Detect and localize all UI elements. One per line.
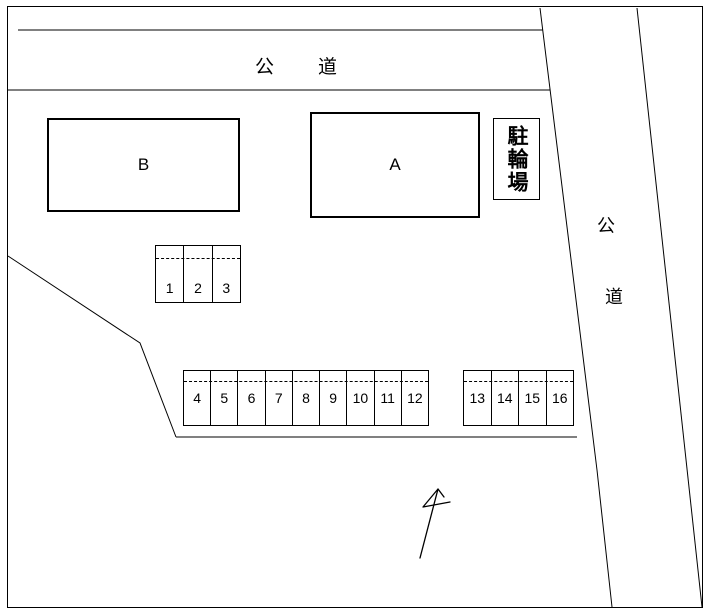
property-left-boundary xyxy=(7,255,177,438)
parking-stall-1: 1 xyxy=(156,246,183,302)
stall-number: 9 xyxy=(329,390,338,406)
stall-number: 14 xyxy=(496,390,513,406)
parking-row-4-12: 4 5 6 7 8 9 10 11 12 xyxy=(183,370,429,426)
parking-stall-7: 7 xyxy=(264,371,292,425)
stall-number: 4 xyxy=(193,390,201,406)
building-b: B xyxy=(47,118,240,212)
building-a-label: A xyxy=(389,155,401,174)
parking-stall-6: 6 xyxy=(237,371,264,425)
stall-number: 16 xyxy=(551,390,568,406)
parking-stall-3: 3 xyxy=(211,246,240,302)
parking-stall-8: 8 xyxy=(291,371,319,425)
stall-number: 15 xyxy=(524,390,541,406)
building-b-label: B xyxy=(137,155,150,174)
parking-stall-16: 16 xyxy=(545,371,574,425)
parking-stall-15: 15 xyxy=(518,371,546,425)
stall-number: 7 xyxy=(274,390,283,406)
north-arrow-icon xyxy=(419,488,451,559)
stall-number: 6 xyxy=(247,390,256,406)
stall-number: 8 xyxy=(302,390,310,406)
stall-number: 1 xyxy=(165,280,174,296)
parking-stall-4: 4 xyxy=(184,371,210,425)
stall-number: 12 xyxy=(407,390,423,406)
parking-stall-10: 10 xyxy=(346,371,373,425)
building-a: A xyxy=(310,112,480,218)
bicycle-parking-label: 駐輪場 xyxy=(505,124,528,194)
plan-frame xyxy=(7,6,703,608)
parking-stall-14: 14 xyxy=(490,371,519,425)
parking-stall-9: 9 xyxy=(319,371,346,425)
parking-stall-13: 13 xyxy=(464,371,491,425)
stall-number: 10 xyxy=(352,390,369,406)
parking-block-1-3: 1 2 3 xyxy=(155,245,241,303)
parking-stall-2: 2 xyxy=(183,246,211,302)
parking-row-13-16: 13 14 15 16 xyxy=(463,370,574,426)
right-road-label-char-2: 道 xyxy=(605,287,623,307)
stall-number: 11 xyxy=(380,390,395,406)
right-road-label-char-1: 公 xyxy=(597,216,615,236)
stall-number: 2 xyxy=(194,280,202,296)
right-road-inner-line xyxy=(539,7,613,608)
parking-stall-11: 11 xyxy=(373,371,401,425)
stall-stopper-line xyxy=(184,381,428,382)
stall-number: 3 xyxy=(222,280,231,296)
stall-number: 5 xyxy=(220,390,229,406)
parking-stall-12: 12 xyxy=(400,371,428,425)
top-road-label: 公 道 xyxy=(254,57,339,78)
stall-number: 13 xyxy=(469,390,486,406)
parking-stall-5: 5 xyxy=(210,371,237,425)
bicycle-parking-box: 駐輪場 xyxy=(493,118,540,200)
right-road-outer-line xyxy=(636,7,703,608)
stall-stopper-line xyxy=(156,258,240,259)
